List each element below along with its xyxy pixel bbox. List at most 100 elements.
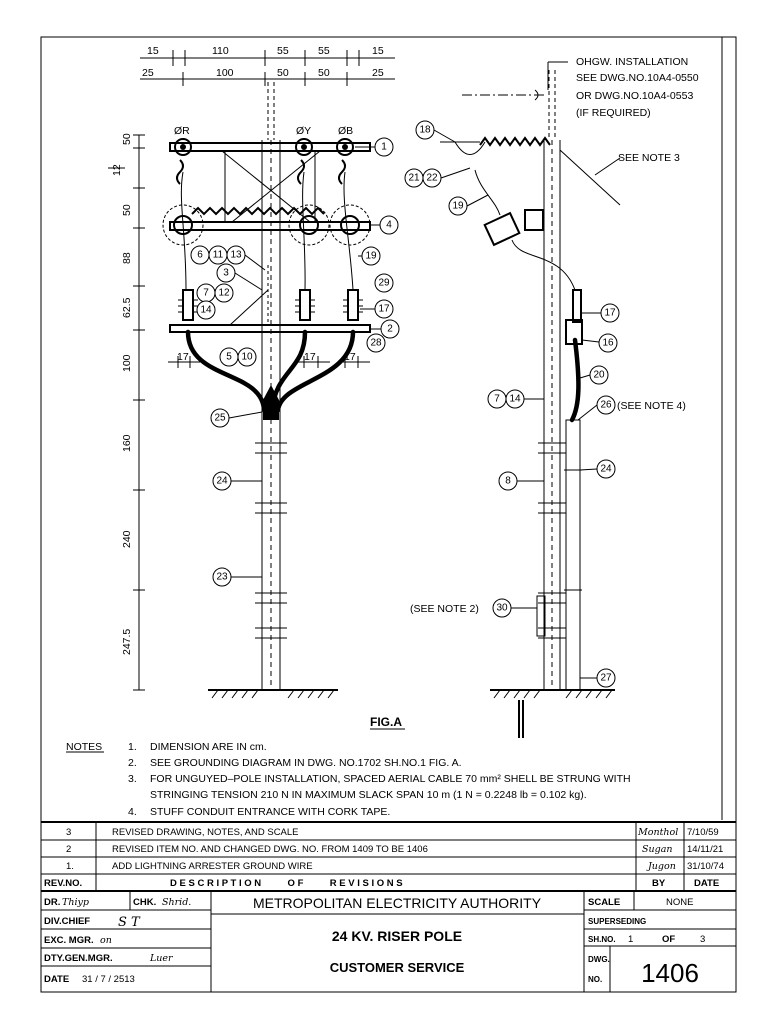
dim-left-240: 240 [121, 530, 133, 548]
callout-20: 20 [589, 365, 609, 385]
side-callouts: 18 21 22 19 17 16 20 7 14 26 24 8 30 27 [404, 120, 620, 688]
dim-top-2-5: 25 [372, 67, 384, 79]
callout-25: 25 [210, 408, 230, 428]
date-value: 31 / 7 / 2513 [82, 974, 135, 985]
svg-text:1: 1 [381, 142, 387, 153]
authority-name: METROPOLITAN ELECTRICITY AUTHORITY [253, 895, 542, 911]
svg-text:11: 11 [213, 250, 224, 261]
svg-text:27: 27 [600, 673, 612, 684]
note-4-text: STUFF CONDUIT ENTRANCE WITH CORK TAPE. [150, 806, 390, 818]
sheet-total: 3 [700, 934, 705, 945]
sheet-number: 1 [628, 934, 633, 945]
callout-7: 7 [196, 283, 216, 303]
dim-top-2-3: 50 [277, 67, 289, 79]
sheet-of-label: OF [662, 934, 675, 945]
see-note-3: SEE NOTE 3 [618, 152, 680, 164]
see-note-2: (SEE NOTE 2) [410, 603, 479, 615]
svg-text:7: 7 [203, 288, 209, 299]
svg-text:24: 24 [216, 476, 228, 487]
drawing-number: 1406 [641, 958, 699, 988]
scale-label: SCALE [588, 897, 620, 908]
svg-text:23: 23 [216, 572, 228, 583]
chk-signature: Shrid. [162, 897, 191, 908]
top-dimensions: 15 110 55 55 15 25 100 50 50 25 [140, 45, 395, 86]
callout-23: 23 [212, 567, 232, 587]
callout-1: 1 [374, 137, 394, 157]
callout-12: 12 [214, 283, 234, 303]
svg-text:3: 3 [223, 268, 229, 279]
dwg-label: DWG. [588, 955, 610, 964]
rev-3-num: 3 [66, 827, 71, 838]
chk-label: CHK. [133, 897, 156, 908]
side-pole [440, 61, 621, 738]
figure-label: FIG.A [370, 715, 402, 729]
dim-top-1-4: 55 [318, 45, 330, 57]
rev-2-desc: REVISED ITEM NO. AND CHANGED DWG. NO. FR… [112, 844, 428, 855]
svg-text:2: 2 [387, 324, 393, 335]
svg-text:17: 17 [604, 308, 616, 319]
callout-29: 29 [374, 273, 394, 293]
svg-text:18: 18 [419, 125, 431, 136]
svg-text:14: 14 [509, 394, 521, 405]
dim-top-1-1: 15 [147, 45, 159, 57]
notes-section: NOTES 1. DIMENSION ARE IN cm. 2. SEE GRO… [66, 741, 631, 818]
exc-mgr-signature: on [100, 935, 112, 946]
callout-4: 4 [379, 215, 399, 235]
dim-left-12: 12 [111, 164, 123, 176]
phase-b-label: ØB [338, 125, 353, 137]
dim-left-100: 100 [121, 354, 133, 372]
callout-24-side: 24 [596, 459, 616, 479]
callout-13: 13 [226, 245, 246, 265]
rev-3-date: 7/10/59 [687, 827, 719, 838]
rev-header-by: BY [652, 878, 666, 889]
div-chief-label: DIV.CHIEF [44, 916, 90, 927]
svg-text:16: 16 [602, 338, 614, 349]
callout-6: 6 [190, 245, 210, 265]
dim-offset-1: 17 [177, 351, 189, 363]
rev-header-desc: D E S C R I P T I O N O F R E V I S I O … [170, 878, 403, 889]
callout-5: 5 [219, 347, 239, 367]
svg-text:6: 6 [197, 250, 203, 261]
dr-label: DR. [44, 897, 60, 908]
svg-text:8: 8 [505, 476, 511, 487]
dim-offset-2: 17 [304, 351, 316, 363]
svg-text:19: 19 [365, 251, 377, 262]
callout-2: 2 [380, 319, 400, 339]
callout-10: 10 [237, 347, 257, 367]
callout-22: 22 [422, 168, 442, 188]
sheet-label: SH.NO. [588, 935, 616, 944]
svg-text:5: 5 [226, 352, 232, 363]
dty-gen-mgr-label: DTY.GEN.MGR. [44, 953, 113, 964]
note-4-num: 4. [128, 806, 137, 818]
front-callouts: 1 4 6 11 13 19 3 29 7 12 14 17 2 5 10 28… [190, 137, 400, 587]
drawing-title-1: 24 KV. RISER POLE [332, 928, 462, 944]
callout-24: 24 [212, 471, 232, 491]
front-pole: ØR ØY ØB [162, 82, 371, 699]
dim-left-88: 88 [121, 252, 133, 264]
date-label: DATE [44, 974, 69, 985]
dim-left-160: 160 [121, 434, 133, 452]
rev-1-num: 1. [66, 861, 74, 872]
dim-top-1-3: 55 [277, 45, 289, 57]
callout-17: 17 [374, 299, 394, 319]
rev-1-desc: ADD LIGHTNING ARRESTER GROUND WIRE [112, 861, 313, 872]
revision-table: 3 REVISED DRAWING, NOTES, AND SCALE Mont… [41, 821, 736, 892]
svg-text:28: 28 [370, 338, 382, 349]
svg-text:29: 29 [378, 278, 390, 289]
phase-r-label: ØR [174, 125, 190, 137]
svg-text:24: 24 [600, 464, 612, 475]
dim-offset-3: 17 [344, 351, 356, 363]
dim-top-1-2: 110 [212, 45, 229, 57]
callout-27: 27 [596, 668, 616, 688]
svg-text:22: 22 [426, 173, 438, 184]
callout-18: 18 [415, 120, 435, 140]
rev-3-desc: REVISED DRAWING, NOTES, AND SCALE [112, 827, 299, 838]
callout-7-side: 7 [487, 389, 507, 409]
div-chief-signature: S T [118, 915, 141, 930]
note-1-num: 1. [128, 741, 137, 753]
rev-2-num: 2 [66, 844, 71, 855]
dwg-no-label: NO. [588, 975, 602, 984]
sheet-border [40, 36, 737, 993]
callout-26: 26 [596, 395, 616, 415]
